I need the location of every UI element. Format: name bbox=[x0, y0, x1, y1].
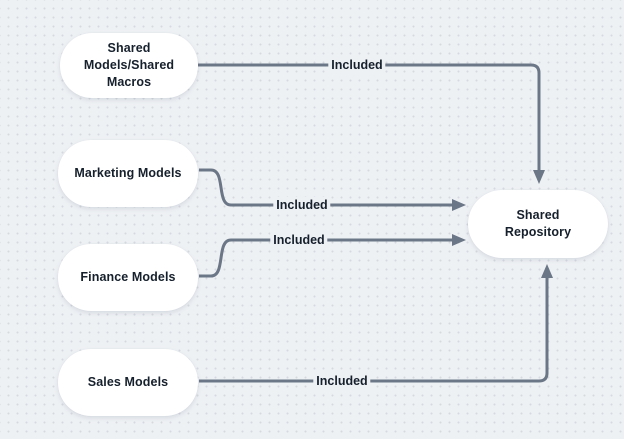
node-label: Shared Models/Shared Macros bbox=[83, 41, 175, 89]
edge-label-included-1: Included bbox=[328, 57, 386, 73]
edge-finance-to-repository bbox=[199, 234, 466, 278]
node-marketing-models: Marketing Models bbox=[58, 140, 198, 207]
node-shared-models-macros: Shared Models/Shared Macros bbox=[60, 33, 198, 98]
edge-label-included-4: Included bbox=[313, 373, 371, 389]
edge-marketing-to-repository bbox=[199, 168, 466, 211]
edge-shared-models-to-repository bbox=[198, 63, 545, 184]
edge-label-included-3: Included bbox=[270, 232, 328, 248]
node-finance-models: Finance Models bbox=[58, 244, 198, 311]
node-label: Sales Models bbox=[87, 375, 169, 389]
node-label: Shared Repository bbox=[504, 208, 572, 239]
node-label: Marketing Models bbox=[74, 166, 182, 180]
node-sales-models: Sales Models bbox=[58, 349, 198, 416]
edge-sales-to-repository bbox=[199, 264, 553, 383]
edge-label-included-2: Included bbox=[273, 197, 331, 213]
node-label: Finance Models bbox=[80, 270, 176, 284]
node-shared-repository: Shared Repository bbox=[468, 190, 608, 258]
